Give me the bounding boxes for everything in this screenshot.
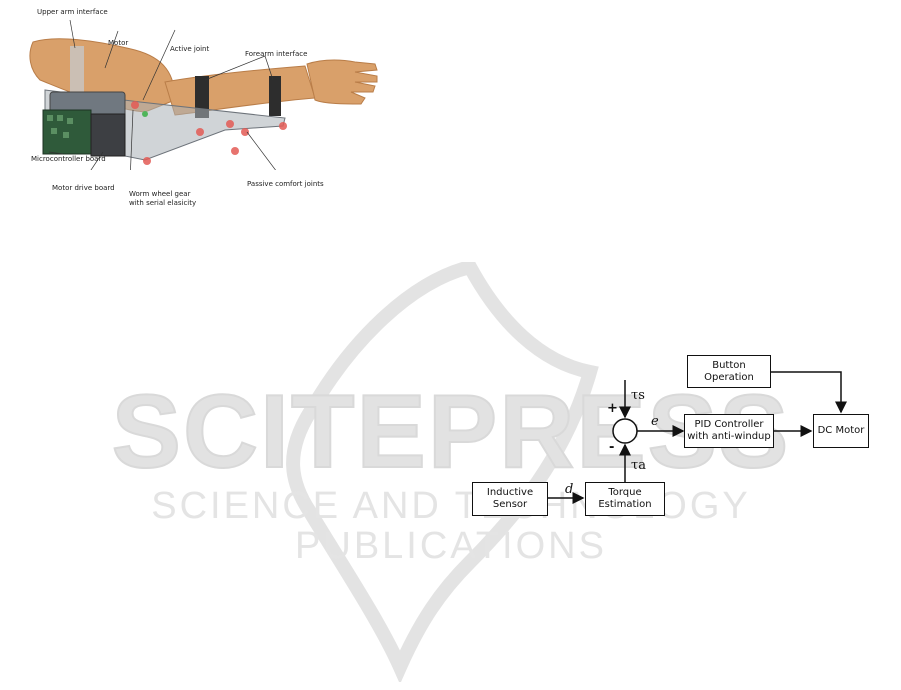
tau-a-symbol: τa (631, 458, 646, 473)
block-diagram-connectors (548, 371, 847, 504)
tau-s-symbol: τs (631, 388, 645, 403)
pid-controller-line1: PID Controller (694, 419, 764, 430)
label-serial-elasticity: with serial elasicity (129, 199, 197, 207)
torque-estimation-line1: Torque (608, 487, 642, 498)
dc-motor-block: DC Motor (813, 414, 869, 448)
label-worm-wheel-gear: Worm wheel gear (129, 190, 191, 198)
watermark-book-outline (286, 262, 599, 682)
inductive-sensor-line1: Inductive (486, 487, 534, 498)
label-motor: Motor (108, 39, 129, 47)
inductive-sensor-line2: Sensor (492, 499, 528, 510)
label-passive-comfort-joints: Passive comfort joints (247, 180, 324, 188)
label-microcontroller-board: Microcontroller board (31, 155, 106, 163)
displacement-signal-label: d (565, 482, 574, 497)
label-motor-drive-board: Motor drive board (52, 184, 115, 192)
minus-sign: - (609, 440, 615, 455)
button-operation-line2: Operation (704, 371, 754, 383)
label-upper-arm-interface: Upper arm interface (37, 8, 108, 16)
pid-controller-line2: with anti-windup (687, 431, 771, 442)
button-operation-line1: Button (712, 359, 746, 371)
error-signal-label: e (651, 414, 659, 429)
label-active-joint: Active joint (170, 45, 210, 53)
plus-sign: + (607, 401, 618, 416)
torque-estimation-line2: Estimation (598, 499, 652, 510)
exoskeleton-illustration (29, 20, 378, 170)
dc-motor-label: DC Motor (817, 425, 865, 436)
label-forearm-interface: Forearm interface (245, 50, 308, 58)
